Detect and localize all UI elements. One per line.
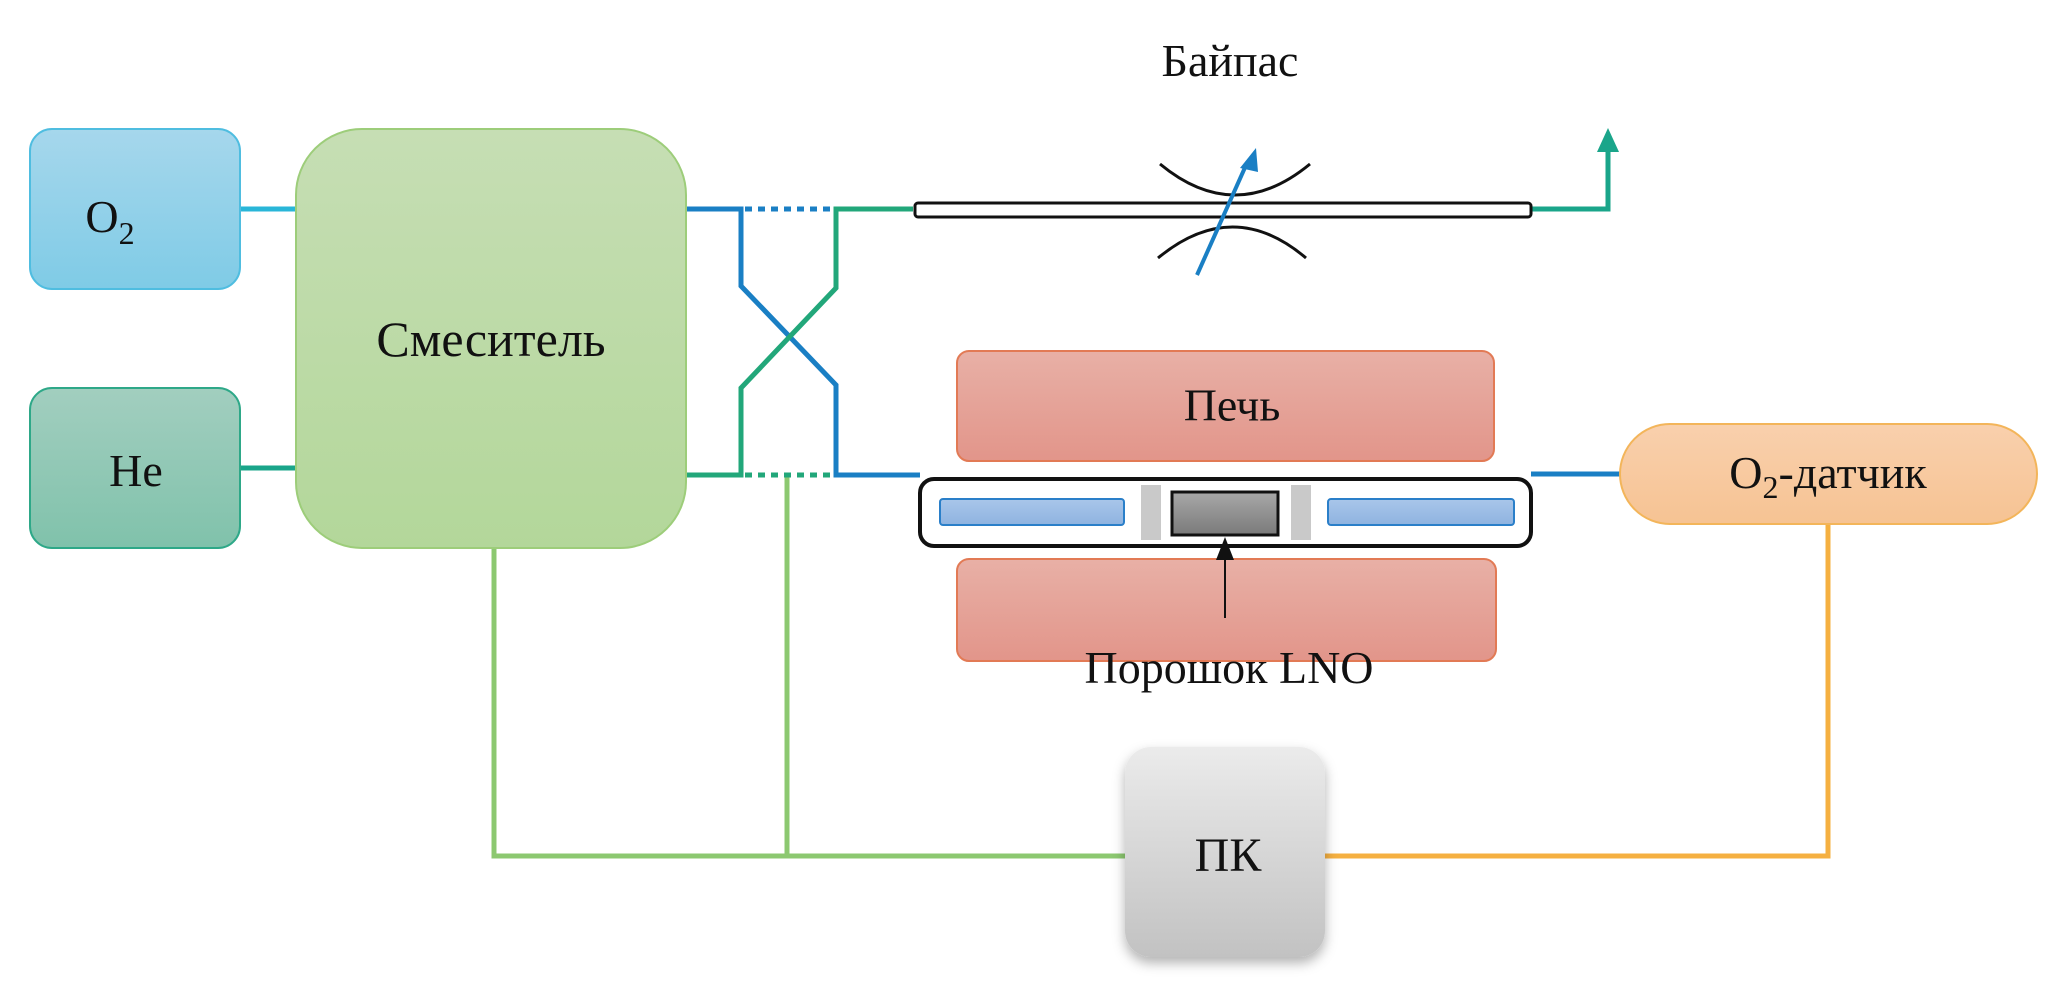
blue-flow-line: [686, 206, 920, 478]
svg-text:O2-датчик: O2-датчик: [1729, 447, 1927, 505]
o2-sensor[interactable]: O2-датчик: [1619, 423, 2038, 525]
o2-subscript: 2: [119, 215, 135, 251]
right-wool-plug: [1291, 485, 1311, 540]
exhaust-arrow-icon: [1597, 128, 1619, 152]
powder-label: Порошок LNO: [1084, 642, 1373, 693]
pc-box[interactable]: ПК: [1125, 747, 1325, 957]
sample-powder: [1170, 490, 1280, 537]
right-quartz-rod: [1327, 498, 1515, 526]
needle-valve-icon[interactable]: [1157, 148, 1311, 276]
o2-source[interactable]: O2: [29, 128, 241, 290]
sensor-control-line: [1325, 524, 1831, 859]
sensor-label-o: O: [1729, 447, 1762, 498]
he-label: He: [109, 445, 163, 496]
mixer-control-line: [491, 548, 1125, 859]
left-wool-plug: [1141, 485, 1161, 540]
reactor-tube: [918, 477, 1533, 548]
furnace-top[interactable]: Печь: [956, 350, 1495, 462]
o2-label: O: [85, 191, 118, 242]
svg-text:O2: O2: [85, 191, 134, 251]
bypass-exhaust-line: [1530, 150, 1611, 212]
pc-label: ПК: [1195, 829, 1263, 882]
sensor-label-rest: -датчик: [1779, 447, 1928, 498]
powder-pointer-arrow-icon: [1216, 537, 1234, 560]
mixer-label: Смеситель: [376, 311, 605, 367]
furnace-label: Печь: [1184, 380, 1281, 431]
he-source[interactable]: He: [29, 387, 241, 549]
bypass-label: Байпас: [1162, 35, 1299, 86]
mixer-box[interactable]: Смеситель: [295, 128, 687, 549]
green-flow-line: [686, 206, 913, 478]
sensor-subscript: 2: [1763, 469, 1779, 505]
left-quartz-rod: [939, 498, 1125, 526]
